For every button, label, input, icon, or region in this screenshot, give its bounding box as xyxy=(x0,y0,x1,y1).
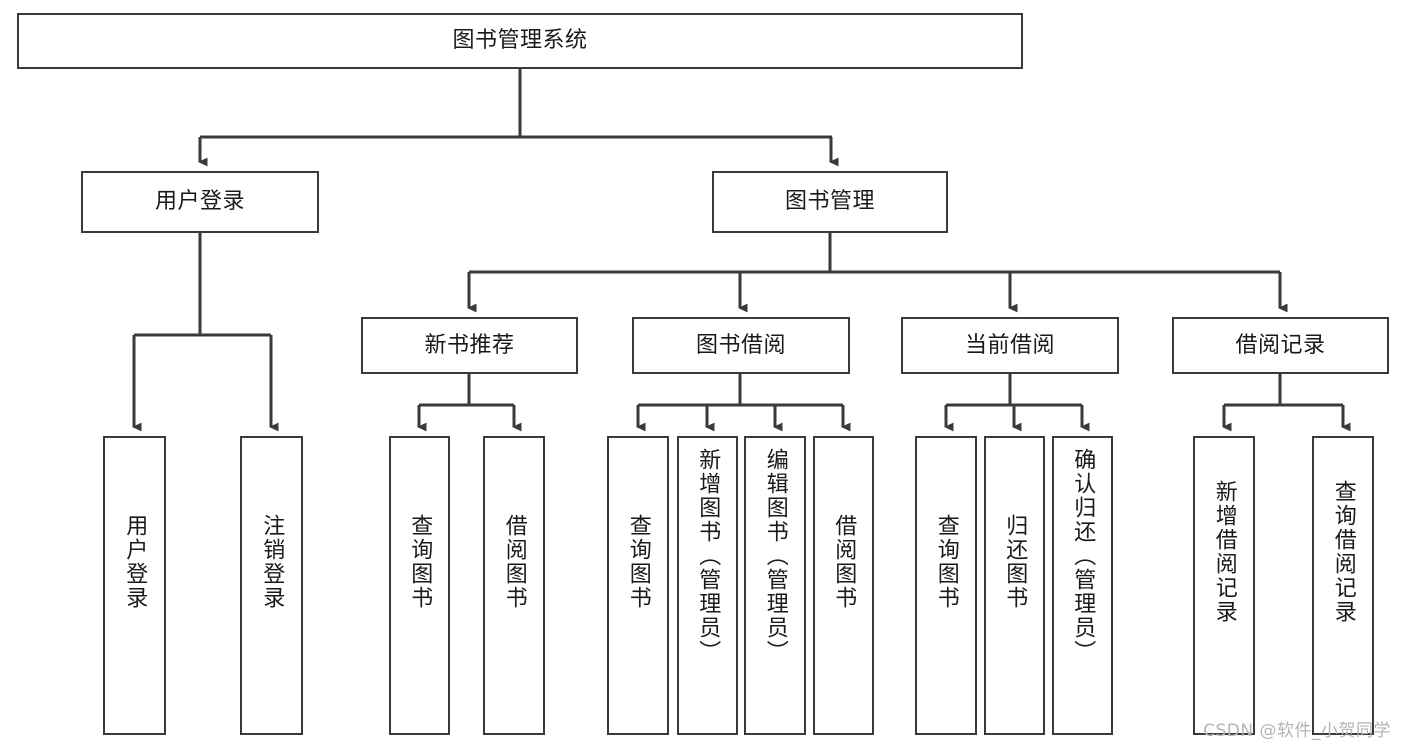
leaf-add-record-label: 新增借阅记录 xyxy=(1211,480,1237,624)
leaf-add-book[interactable]: 新增图书（管理员） xyxy=(677,436,738,735)
leaf-add-record[interactable]: 新增借阅记录 xyxy=(1193,436,1255,735)
node-current-borrow[interactable]: 当前借阅 xyxy=(901,317,1119,374)
leaf-edit-book[interactable]: 编辑图书（管理员） xyxy=(744,436,806,735)
node-root-label: 图书管理系统 xyxy=(452,28,588,54)
leaf-query-book-current-label: 查询图书 xyxy=(933,514,959,610)
leaf-query-book-borrow[interactable]: 查询图书 xyxy=(607,436,669,735)
leaf-confirm-return-label: 确认归还（管理员） xyxy=(1070,448,1096,664)
node-user-login[interactable]: 用户登录 xyxy=(81,171,319,233)
leaf-edit-book-label: 编辑图书（管理员） xyxy=(762,448,788,664)
node-user-login-label: 用户登录 xyxy=(154,189,245,215)
node-root[interactable]: 图书管理系统 xyxy=(17,13,1023,69)
leaf-borrow-book-label: 借阅图书 xyxy=(831,514,857,610)
leaf-user-login-label: 用户登录 xyxy=(122,514,148,610)
node-current-borrow-label: 当前借阅 xyxy=(964,332,1055,358)
leaf-logout[interactable]: 注销登录 xyxy=(240,436,303,735)
leaf-confirm-return[interactable]: 确认归还（管理员） xyxy=(1052,436,1113,735)
leaf-logout-label: 注销登录 xyxy=(259,514,285,610)
leaf-borrow-book[interactable]: 借阅图书 xyxy=(813,436,874,735)
node-book-borrow-label: 图书借阅 xyxy=(695,332,786,358)
leaf-query-book-borrow-label: 查询图书 xyxy=(625,514,651,610)
leaf-return-book[interactable]: 归还图书 xyxy=(984,436,1045,735)
leaf-query-record[interactable]: 查询借阅记录 xyxy=(1312,436,1374,735)
leaf-add-book-label: 新增图书（管理员） xyxy=(695,448,721,664)
node-new-book-recommend[interactable]: 新书推荐 xyxy=(361,317,578,374)
node-book-manage-label: 图书管理 xyxy=(784,189,875,215)
leaf-borrow-book-rec[interactable]: 借阅图书 xyxy=(483,436,545,735)
leaf-user-login[interactable]: 用户登录 xyxy=(103,436,166,735)
node-borrow-record-label: 借阅记录 xyxy=(1235,332,1326,358)
leaf-query-book-rec-label: 查询图书 xyxy=(407,514,433,610)
leaf-query-record-label: 查询借阅记录 xyxy=(1330,480,1356,624)
node-borrow-record[interactable]: 借阅记录 xyxy=(1172,317,1389,374)
leaf-query-book-rec[interactable]: 查询图书 xyxy=(389,436,450,735)
leaf-borrow-book-rec-label: 借阅图书 xyxy=(501,514,527,610)
node-book-borrow[interactable]: 图书借阅 xyxy=(632,317,850,374)
node-new-book-recommend-label: 新书推荐 xyxy=(424,332,515,358)
leaf-query-book-current[interactable]: 查询图书 xyxy=(915,436,977,735)
leaf-return-book-label: 归还图书 xyxy=(1002,514,1028,610)
node-book-manage[interactable]: 图书管理 xyxy=(712,171,948,233)
